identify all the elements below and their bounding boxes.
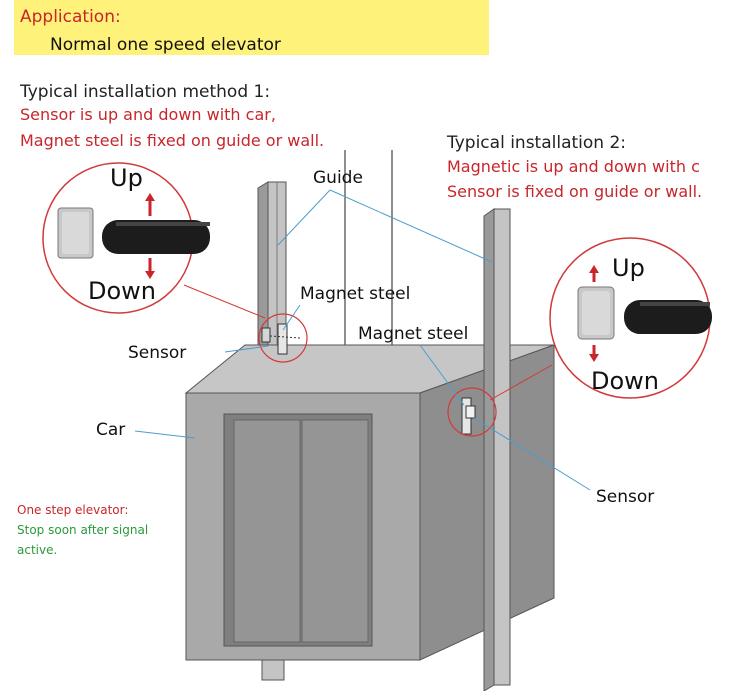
- right-highlight-circle: [447, 387, 497, 437]
- car-label: Car: [96, 420, 125, 440]
- note-line1: One step elevator:: [17, 503, 128, 517]
- note-line2: Stop soon after signal: [17, 523, 148, 537]
- right-callout-connector: [489, 364, 553, 401]
- right-magnified-callout: Up Down: [549, 237, 712, 399]
- method2-title: Typical installation 2:: [446, 133, 626, 153]
- magnet-face-left: [62, 212, 89, 254]
- banner-heading: Application:: [20, 7, 121, 27]
- up-label-right: Up: [612, 254, 645, 282]
- magnet-face-right: [582, 291, 610, 335]
- right-mount-detail: [461, 397, 476, 435]
- down-label-right: Down: [591, 367, 659, 395]
- right-guide-rail: [483, 208, 511, 691]
- up-label-left: Up: [110, 164, 143, 192]
- method2-line1: Magnetic is up and down with c: [447, 157, 700, 176]
- method1-line2: Magnet steel is fixed on guide or wall.: [20, 131, 324, 150]
- guide-label: Guide: [313, 168, 363, 188]
- note-line3: active.: [17, 543, 57, 557]
- left-highlight-circle: [258, 313, 308, 363]
- left-callout-connector: [183, 284, 266, 319]
- application-banner: [14, 0, 489, 55]
- magnet-steel-right-label: Magnet steel: [358, 324, 468, 344]
- method2-line2: Sensor is fixed on guide or wall.: [447, 182, 702, 201]
- left-mount-detail: [261, 323, 301, 355]
- banner-subheading: Normal one speed elevator: [50, 35, 281, 55]
- method1-title: Typical installation method 1:: [19, 82, 270, 102]
- sensor-right-label: Sensor: [596, 487, 654, 507]
- sensor-cylinder-left: [102, 220, 210, 254]
- left-magnified-callout: Up Down: [42, 162, 210, 314]
- sensor-cylinder-right: [624, 300, 712, 334]
- leader-lines: [134, 189, 591, 491]
- sensor-left-label: Sensor: [128, 343, 186, 363]
- elevator-car: [184, 344, 555, 661]
- magnet-steel-left-label: Magnet steel: [300, 284, 410, 304]
- method1-line1: Sensor is up and down with car,: [20, 105, 276, 124]
- down-label-left: Down: [88, 277, 156, 305]
